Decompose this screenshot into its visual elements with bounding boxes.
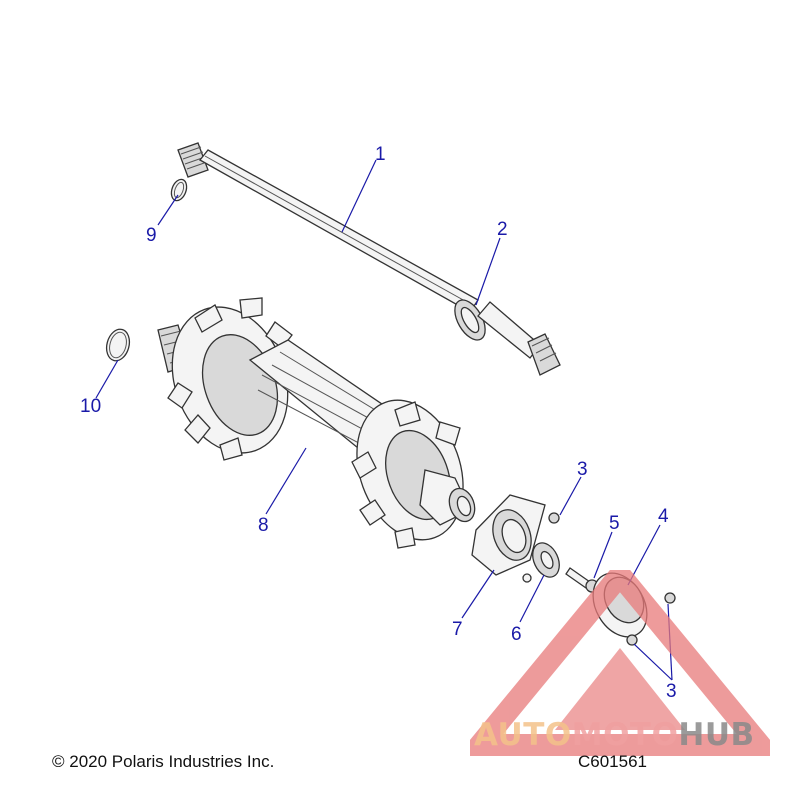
callout-5: 5 — [609, 513, 620, 534]
callout-9: 9 — [146, 225, 157, 246]
callout-3-upper: 3 — [577, 459, 588, 480]
automotohub-watermark-logo — [470, 570, 770, 756]
callout-3-lower: 3 — [666, 681, 677, 702]
callout-labels: 1 2 3 4 5 6 7 8 9 10 3 — [80, 144, 677, 702]
watermark-wordmark: AUTOMOTOHUB — [474, 717, 755, 753]
callout-6: 6 — [511, 624, 522, 645]
watermark-moto: MOTO — [571, 717, 679, 753]
callout-8: 8 — [258, 515, 269, 536]
callout-7: 7 — [452, 619, 463, 640]
part-snap-ring-small — [170, 178, 188, 202]
part-snap-ring-large — [105, 328, 131, 362]
callout-1: 1 — [375, 144, 386, 165]
callout-2: 2 — [497, 219, 508, 240]
part-washer — [532, 542, 560, 578]
watermark-hub: HUB — [678, 717, 755, 753]
part-bearing-housing — [471, 494, 546, 576]
copyright-notice: © 2020 Polaris Industries Inc. — [52, 752, 275, 771]
watermark-auto: AUTO — [474, 717, 572, 753]
callout-4: 4 — [658, 506, 669, 527]
diagram-code: C601561 — [578, 752, 648, 771]
part-bolt-upper — [522, 512, 560, 583]
leader-lines — [95, 159, 673, 681]
callout-10: 10 — [80, 396, 101, 417]
part-drive-axle-sprockets — [157, 297, 476, 549]
part-bolts-lower — [626, 592, 676, 646]
